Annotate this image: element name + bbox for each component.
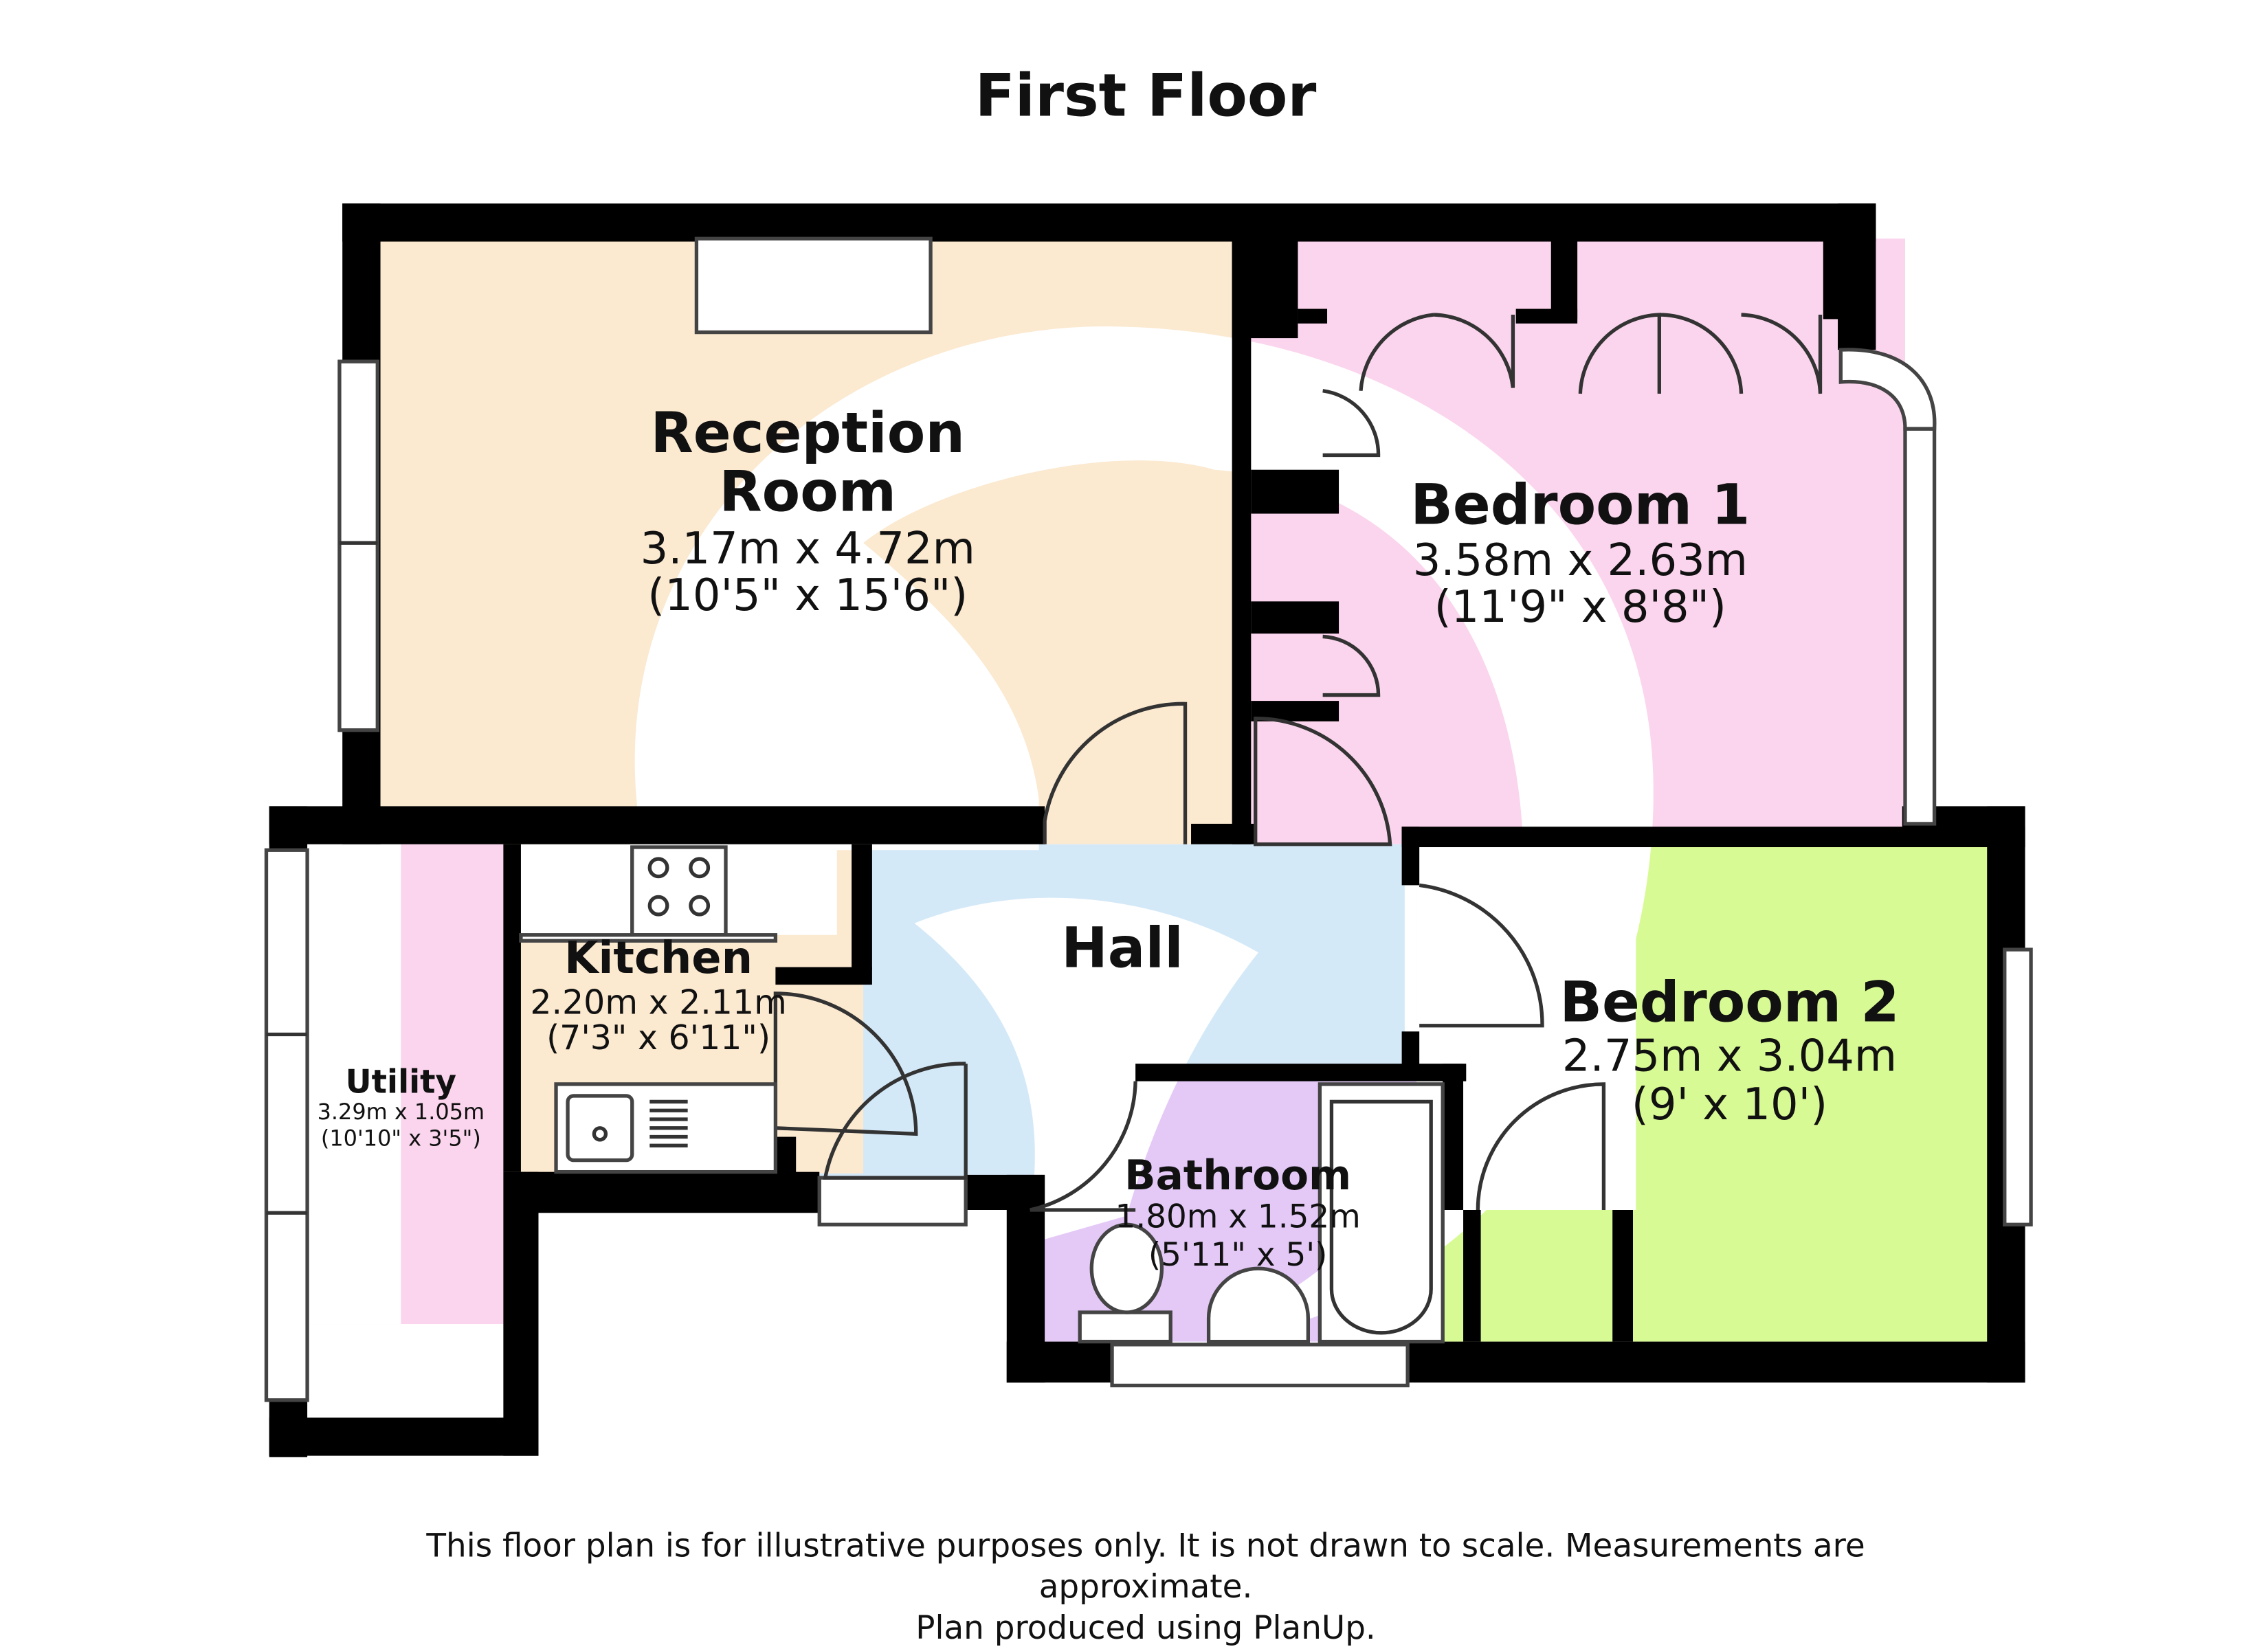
utility-bottom-white <box>307 1324 504 1415</box>
plan-title: First Floor <box>975 62 1317 130</box>
reception-name-line2: Room <box>719 460 896 524</box>
hall-name: Hall <box>1061 917 1183 981</box>
kitchen-name: Kitchen <box>564 933 753 984</box>
wall-reception-bottom-left <box>269 806 1045 844</box>
wall-kitchen-mid <box>775 967 872 985</box>
kitchen-label: Kitchen 2.20m x 2.11m (7'3" x 6'11") <box>530 933 786 1057</box>
window-bedroom1-bay <box>1838 348 1937 431</box>
fixtures <box>519 236 1445 1344</box>
bedroom-1-label: Bedroom 1 3.58m x 2.63m (11'9" x 8'8") <box>1410 473 1750 633</box>
wall-kitchen-bottom-stub <box>775 1136 797 1175</box>
door-wardrobe-2 <box>1322 634 1381 697</box>
bathroom-label: Bathroom 1.80m x 1.52m (5'11" x 5') <box>1115 1152 1361 1274</box>
bedroom1-imperial: (11'9" x 8'8") <box>1434 582 1726 633</box>
wall-bath-top <box>1135 1064 1467 1081</box>
window-hall <box>817 1176 968 1226</box>
wall-hall-bedroom2-left <box>1401 827 1420 886</box>
reception-room-label: Reception Room 3.17m x 4.72m (10'5" x 15… <box>641 401 975 621</box>
utility-label: Utility 3.29m x 1.05m (10'10" x 3'5") <box>318 1064 485 1152</box>
wall-utility-bottom <box>269 1417 539 1456</box>
window-utility <box>264 848 309 1402</box>
wall-cupboard-ledge2 <box>1298 309 1328 324</box>
door-reception <box>1043 702 1188 844</box>
utility-imperial: (10'10" x 3'5") <box>321 1125 481 1151</box>
toilet-bowl <box>1089 1222 1164 1314</box>
reception-imperial: (10'5" x 15'6") <box>647 570 968 621</box>
door-bedroom1 <box>1254 716 1392 846</box>
bathroom-imperial: (5'11" x 5') <box>1148 1237 1327 1274</box>
bath <box>1318 1082 1445 1344</box>
reception-name-line1: Reception <box>651 401 965 466</box>
window-reception <box>337 359 379 732</box>
windows <box>264 348 2033 1402</box>
utility-strip-fill <box>401 844 504 1325</box>
kitchen-imperial: (7'3" x 6'11") <box>546 1018 770 1057</box>
wall-kitchen-bottom <box>520 1171 820 1213</box>
kitchen-drainer <box>649 1099 688 1147</box>
wall-cupboard-right <box>1823 238 1841 319</box>
bedroom2-imperial: (9' x 10') <box>1632 1079 1827 1130</box>
bath-basin <box>1329 1099 1433 1335</box>
disclaimer: This floor plan is for illustrative purp… <box>425 1528 1865 1647</box>
wall-bed2-cupboard-right <box>1612 1210 1633 1342</box>
disclaimer-line2: approximate. <box>1039 1569 1253 1606</box>
reception-metric: 3.17m x 4.72m <box>641 524 975 574</box>
wall-kitchen-right <box>852 844 872 970</box>
bathroom-name: Bathroom <box>1124 1152 1351 1200</box>
watermark-logo <box>634 326 1654 1326</box>
bathroom-metric: 1.80m x 1.52m <box>1115 1199 1361 1236</box>
wall-utility-right <box>503 1171 539 1456</box>
bedroom1-name: Bedroom 1 <box>1410 473 1750 537</box>
wall-reception-bottom-right <box>1191 823 1257 844</box>
bedroom-2-label: Bedroom 2 2.75m x 3.04m (9' x 10') <box>1559 970 1899 1130</box>
doors <box>773 313 1823 1212</box>
wall-stub-top <box>1232 238 1298 339</box>
wall-right-bedroom1-top <box>1838 203 1876 350</box>
wall-cupboard-ledge <box>1515 309 1578 324</box>
window-bedroom1 <box>1903 427 1937 826</box>
window-bedroom2 <box>2003 947 2033 1226</box>
kitchen-counter <box>519 933 778 943</box>
door-bedroom2 <box>1419 883 1544 1028</box>
toilet-cistern <box>1078 1310 1172 1344</box>
wall-hall-bedroom2-left2 <box>1401 1031 1420 1067</box>
utility-left-white <box>307 844 401 1325</box>
kitchen-hob <box>630 845 728 937</box>
door-bed2-cupboard <box>1476 1082 1606 1211</box>
wall-cupboard-divider1 <box>1550 238 1578 319</box>
door-wardrobe-1 <box>1322 389 1381 458</box>
utility-name: Utility <box>346 1064 456 1101</box>
wall-shelf1 <box>1251 469 1339 514</box>
door-hall-window <box>823 1062 968 1180</box>
window-bathroom <box>1110 1343 1410 1388</box>
door-cupboard-1 <box>1359 313 1515 391</box>
disclaimer-line1: This floor plan is for illustrative purp… <box>425 1528 1865 1565</box>
utility-metric: 3.29m x 1.05m <box>318 1099 485 1125</box>
fireplace <box>694 236 933 335</box>
wall-bed2-cupboard-left <box>1463 1210 1481 1342</box>
door-kitchen <box>773 991 918 1136</box>
bedroom2-name: Bedroom 2 <box>1559 970 1899 1035</box>
wall-top <box>342 203 1876 242</box>
wall-bath-right <box>1443 1064 1464 1210</box>
bedroom2-metric: 2.75m x 3.04m <box>1562 1031 1897 1082</box>
wall-bottom-right <box>1408 1341 2025 1383</box>
bedroom1-metric: 3.58m x 2.63m <box>1413 535 1748 586</box>
door-bathroom <box>1030 1081 1137 1212</box>
wall-hall-bottom <box>966 1174 1045 1210</box>
wall-kitchen-left <box>503 844 521 1172</box>
disclaimer-line3: Plan produced using PlanUp. <box>915 1610 1376 1647</box>
bathroom-basin <box>1206 1266 1311 1344</box>
wall-reception-bedroom1 <box>1232 238 1252 844</box>
kitchen-metric: 2.20m x 2.11m <box>530 983 786 1022</box>
wall-shelf2 <box>1251 601 1339 634</box>
door-cupboard-2 <box>1578 313 1823 394</box>
